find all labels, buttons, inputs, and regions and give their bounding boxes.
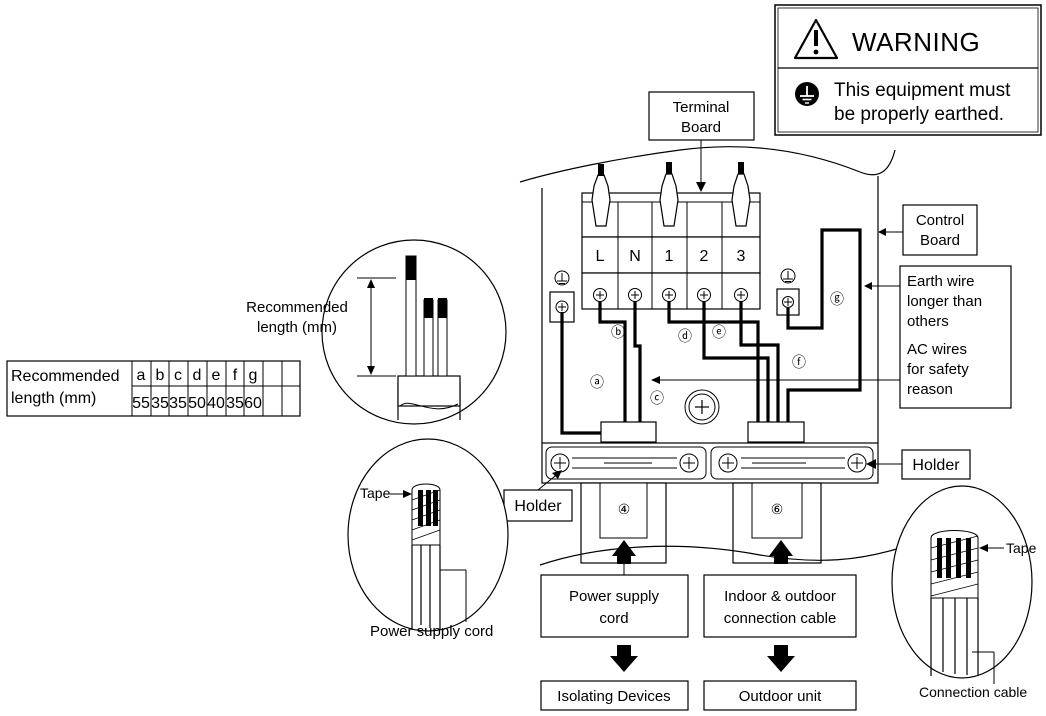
table-column-letters: a b c d e f g bbox=[137, 367, 258, 384]
svg-text:d: d bbox=[193, 367, 202, 384]
table-header-line-2: length (mm) bbox=[11, 390, 96, 407]
wires bbox=[560, 228, 862, 435]
tape-label-left: Tape bbox=[360, 485, 391, 501]
wire-letter-c: ⓒ bbox=[650, 390, 664, 406]
recommended-length-detail: Recommended length (mm) bbox=[246, 239, 507, 425]
table-header-line-1: Recommended bbox=[11, 368, 120, 385]
svg-text:f: f bbox=[233, 367, 238, 384]
svg-text:AC wires: AC wires bbox=[907, 341, 967, 358]
svg-text:60: 60 bbox=[244, 395, 262, 412]
warning-title: WARNING bbox=[852, 27, 980, 57]
earth-terminal-left bbox=[549, 270, 575, 323]
table-values: 55 35 35 50 40 35 60 bbox=[132, 395, 262, 412]
svg-text:Board: Board bbox=[681, 119, 721, 136]
svg-text:50: 50 bbox=[188, 395, 206, 412]
connection-cable-caption: Connection cable bbox=[919, 684, 1027, 700]
svg-text:cord: cord bbox=[599, 610, 628, 627]
warning-triangle-icon bbox=[793, 18, 839, 60]
svg-text:others: others bbox=[907, 313, 949, 330]
recommended-length-table: Recommended length (mm) a b c d e f g 55… bbox=[6, 360, 301, 417]
svg-text:c: c bbox=[174, 367, 182, 384]
cord-number-connection: ⑥ bbox=[771, 501, 784, 517]
earth-terminal-right bbox=[776, 268, 800, 316]
svg-text:Holder: Holder bbox=[514, 498, 562, 515]
holder-label-right: Holder bbox=[866, 449, 971, 480]
wire-letter-f: ⓕ bbox=[792, 354, 806, 370]
wire-letter-d: ⓓ bbox=[678, 328, 692, 344]
cord-sleeve-connection: ⑥ bbox=[732, 482, 822, 564]
svg-text:Holder: Holder bbox=[912, 457, 960, 474]
earth-ground-icon bbox=[795, 82, 819, 106]
earth-wire-note: Earth wire longer than others AC wires f… bbox=[651, 265, 1012, 409]
svg-text:b: b bbox=[156, 367, 165, 384]
power-supply-cord-label: Power supply bbox=[569, 588, 660, 605]
warning-line-1: This equipment must bbox=[834, 80, 1011, 101]
wire-letter-a: ⓐ bbox=[590, 374, 604, 390]
warning-box: WARNING This equipment must be properly … bbox=[774, 4, 1042, 136]
wire-letter-e: ⓔ bbox=[712, 324, 726, 340]
svg-text:longer than: longer than bbox=[907, 293, 982, 310]
svg-text:connection cable: connection cable bbox=[724, 610, 837, 627]
unit-body bbox=[519, 146, 896, 443]
connection-cable-flow: Indoor & outdoor connection cable Outdoo… bbox=[703, 540, 857, 711]
control-board-label: Control Board bbox=[878, 204, 978, 256]
cord-number-power: ④ bbox=[618, 501, 631, 517]
outdoor-unit-label: Outdoor unit bbox=[739, 688, 822, 705]
svg-text:35: 35 bbox=[226, 395, 244, 412]
svg-text:Recommended: Recommended bbox=[246, 299, 348, 316]
wire-clamp-right bbox=[747, 421, 805, 443]
svg-text:Control: Control bbox=[916, 212, 964, 229]
svg-text:Board: Board bbox=[920, 232, 960, 249]
svg-text:35: 35 bbox=[169, 395, 187, 412]
isolating-devices-label: Isolating Devices bbox=[557, 688, 670, 705]
wire-clamp-left bbox=[600, 421, 657, 443]
center-screw bbox=[684, 389, 720, 425]
connection-cable-box-label: Indoor & outdoor bbox=[724, 588, 836, 605]
svg-text:for safety: for safety bbox=[907, 361, 969, 378]
wire-letters: ⓐ ⓑ ⓒ ⓓ ⓔ ⓕ ⓖ bbox=[590, 291, 844, 406]
svg-text:Earth wire: Earth wire bbox=[907, 273, 975, 290]
terminal-label-2: 2 bbox=[700, 248, 709, 265]
warning-line-2: be properly earthed. bbox=[834, 104, 1004, 125]
svg-text:40: 40 bbox=[207, 395, 225, 412]
connection-cable-detail: Tape Connection cable bbox=[891, 485, 1037, 700]
power-cord-detail: Tape Power supply cord bbox=[347, 438, 509, 640]
svg-text:Terminal: Terminal bbox=[673, 99, 730, 116]
svg-text:e: e bbox=[212, 367, 221, 384]
terminal-board-label: Terminal Board bbox=[648, 91, 755, 192]
svg-text:55: 55 bbox=[132, 395, 150, 412]
wire-letter-g: ⓖ bbox=[830, 291, 844, 307]
svg-text:a: a bbox=[137, 367, 146, 384]
svg-text:reason: reason bbox=[907, 381, 953, 398]
terminal-label-n: N bbox=[629, 248, 641, 265]
wire-letter-b: ⓑ bbox=[611, 324, 625, 340]
power-supply-flow: Power supply cord Isolating Devices bbox=[540, 540, 689, 711]
holder-label-left: Holder bbox=[503, 470, 573, 522]
tape-label-right: Tape bbox=[1006, 540, 1037, 556]
svg-text:length (mm): length (mm) bbox=[257, 319, 337, 336]
terminal-label-l: L bbox=[596, 248, 605, 265]
svg-text:35: 35 bbox=[151, 395, 169, 412]
terminal-label-1: 1 bbox=[665, 248, 674, 265]
power-supply-cord-caption: Power supply cord bbox=[370, 623, 493, 640]
terminal-label-3: 3 bbox=[737, 248, 746, 265]
svg-text:g: g bbox=[249, 367, 258, 384]
terminal-plugs bbox=[591, 163, 751, 227]
holder-bar bbox=[541, 442, 879, 484]
